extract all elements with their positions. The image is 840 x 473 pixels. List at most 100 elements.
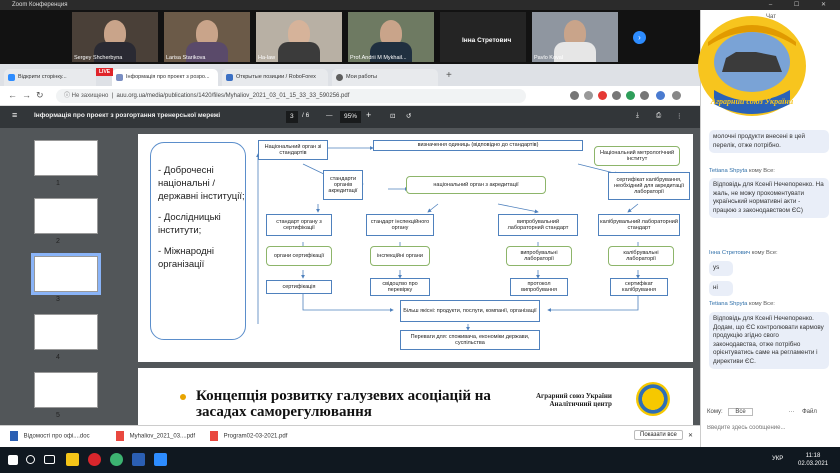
doc-file-icon (10, 431, 18, 441)
tab-label: Відкрити сторінку... (18, 74, 67, 80)
security-warning[interactable]: ⓘ Не захищено (64, 93, 109, 99)
institution-list: - Доброчесні національні / державні інст… (158, 164, 248, 279)
language-indicator[interactable]: УКР (772, 456, 784, 462)
close-icon[interactable]: ✕ (688, 433, 694, 439)
show-all-button[interactable]: Показати все (634, 430, 683, 440)
thumbnail-sidebar: 1 2 3 4 5 (0, 128, 130, 425)
participant-name: Larisa Starikova (166, 55, 206, 61)
diagram-box: калібрувальний лабораторний стандарт (598, 214, 680, 236)
rotate-icon[interactable]: ↺ (406, 113, 412, 120)
diagram-box: національний орган з акредитації (406, 176, 546, 194)
windows-start-icon[interactable] (8, 455, 18, 465)
browser-tab[interactable]: Открытые позиции / RoboForex (222, 69, 328, 86)
window-controls[interactable]: – ☐ ✕ (768, 2, 836, 8)
task-view-icon[interactable] (44, 455, 55, 464)
video-tile[interactable]: Prof.Andrii M Mykhail... (348, 12, 434, 62)
video-tile[interactable]: Ha-law (256, 12, 342, 62)
page-thumbnail[interactable] (34, 314, 98, 350)
file-explorer-icon[interactable] (66, 453, 79, 466)
zoom-level-input[interactable]: 95% (340, 111, 362, 123)
page-number-input[interactable]: 3 (286, 111, 298, 123)
fit-page-icon[interactable]: ⊡ (390, 113, 396, 120)
file-button[interactable]: Файл (802, 409, 817, 415)
diagram-box: сертифікація (266, 280, 332, 294)
union-logo-icon (636, 382, 670, 416)
zoom-in-button[interactable]: + (366, 110, 372, 120)
zoom-out-button[interactable]: — (326, 112, 333, 119)
thumb-page-number: 2 (56, 238, 60, 245)
bullet-frame (150, 142, 246, 340)
diagram-box: випробувальний лабораторний стандарт (498, 214, 578, 236)
browser-tab[interactable]: Відкрити сторінку... (4, 69, 96, 86)
profile-avatar[interactable] (656, 91, 665, 100)
chat-message: ys (709, 261, 733, 276)
menu-icon[interactable] (672, 91, 681, 100)
diagram-box: Національний орган зі стандартів (258, 140, 328, 160)
pdf-toolbar: ≡ Інформація про проект з розгортання тр… (0, 106, 700, 128)
extension-icon[interactable] (612, 91, 621, 100)
chat-title: Чат (766, 14, 776, 20)
extension-icon[interactable] (598, 91, 607, 100)
bullet-item: - Дослідницькі інститути; (158, 212, 221, 236)
diagram-box: сертифікат калібрування, необхідний для … (608, 172, 690, 200)
tab-favicon-icon (226, 74, 233, 81)
tab-label: Мои работы (346, 74, 377, 80)
back-arrow-icon[interactable]: ← (8, 90, 17, 100)
page-thumbnail[interactable] (34, 198, 98, 234)
recipient-select[interactable]: Все (728, 408, 753, 416)
star-icon[interactable] (584, 91, 593, 100)
download-icon[interactable]: ⤓ (636, 112, 639, 119)
video-tile[interactable]: Інна Стретович (440, 12, 526, 62)
download-item[interactable]: Myhaliov_2021_03....pdf (116, 431, 195, 441)
arrow (497, 203, 539, 214)
organization-label: Аграрний союз України Аналітичний центр (536, 392, 612, 408)
participant-name: Sergey Shcherbyna (74, 55, 123, 61)
print-icon[interactable]: ⎙ (656, 112, 662, 119)
chat-message-meta: Tetiana Shpyta комy Все: (709, 301, 775, 307)
clock[interactable]: 11:18 02.03.2021 (798, 453, 829, 467)
participant-name: Pavlo Koval (534, 55, 564, 61)
arrow (547, 294, 639, 312)
reload-icon[interactable]: ↻ (36, 90, 44, 100)
video-tile[interactable]: Larisa Starikova (164, 12, 250, 62)
arrow (302, 294, 394, 312)
page-thumbnail-selected[interactable] (31, 253, 101, 295)
next-participants-button[interactable]: › (633, 31, 646, 44)
chat-message-meta: Tetiana Shpyta комy Все: (709, 168, 775, 174)
opera-icon[interactable] (88, 453, 101, 466)
forward-arrow-icon[interactable]: → (22, 90, 31, 100)
browser-tab[interactable]: Мои работы (332, 69, 438, 86)
diagram-box: випробувальні лабораторії (506, 246, 572, 266)
search-icon[interactable] (26, 455, 35, 464)
bullet-item: - Доброчесні національні / державні інст… (158, 165, 245, 202)
video-tile[interactable]: Pavlo Koval (532, 12, 618, 62)
chat-input[interactable] (707, 422, 835, 434)
chat-message: ні (709, 281, 733, 296)
zoom-title-bar: Zoom Конференция – ☐ ✕ (0, 0, 840, 10)
participant-avatar (380, 20, 402, 46)
page-total: / 6 (302, 112, 310, 119)
more-icon[interactable]: ··· (788, 409, 795, 415)
extension-icon[interactable] (640, 91, 649, 100)
menu-icon[interactable]: ≡ (12, 110, 18, 120)
url-field[interactable]: ⓘ Не захищено | auu.org.ua/media/publica… (56, 89, 526, 103)
pdf-page-area: - Доброчесні національні / державні інст… (130, 128, 700, 425)
download-item[interactable]: Відомості про офі....doc (10, 431, 90, 441)
video-tile[interactable]: Sergey Shcherbyna (72, 12, 158, 62)
page-thumbnail[interactable] (34, 140, 98, 176)
more-options-icon[interactable]: ⋮ (676, 113, 683, 120)
svg-text:Аграрний союз України: Аграрний союз України (710, 97, 794, 106)
page-thumbnail[interactable] (34, 372, 98, 408)
download-icon[interactable] (570, 91, 579, 100)
slide-heading: Концепція розвитку галузевих асоціацій н… (196, 388, 491, 420)
new-tab-button[interactable]: + (446, 70, 452, 81)
chrome-icon[interactable] (110, 453, 123, 466)
zoom-icon[interactable] (154, 453, 167, 466)
tab-label: Открытые позиции / RoboForex (236, 74, 316, 80)
browser-tab-active[interactable]: Інформація про проект з розро... (112, 69, 218, 86)
word-icon[interactable] (132, 453, 145, 466)
download-item[interactable]: Program02-03-2021.pdf (210, 431, 287, 441)
participant-avatar (288, 20, 310, 46)
diagram-box: Національний метрологічний інститут (594, 146, 680, 166)
extension-icon[interactable] (626, 91, 635, 100)
